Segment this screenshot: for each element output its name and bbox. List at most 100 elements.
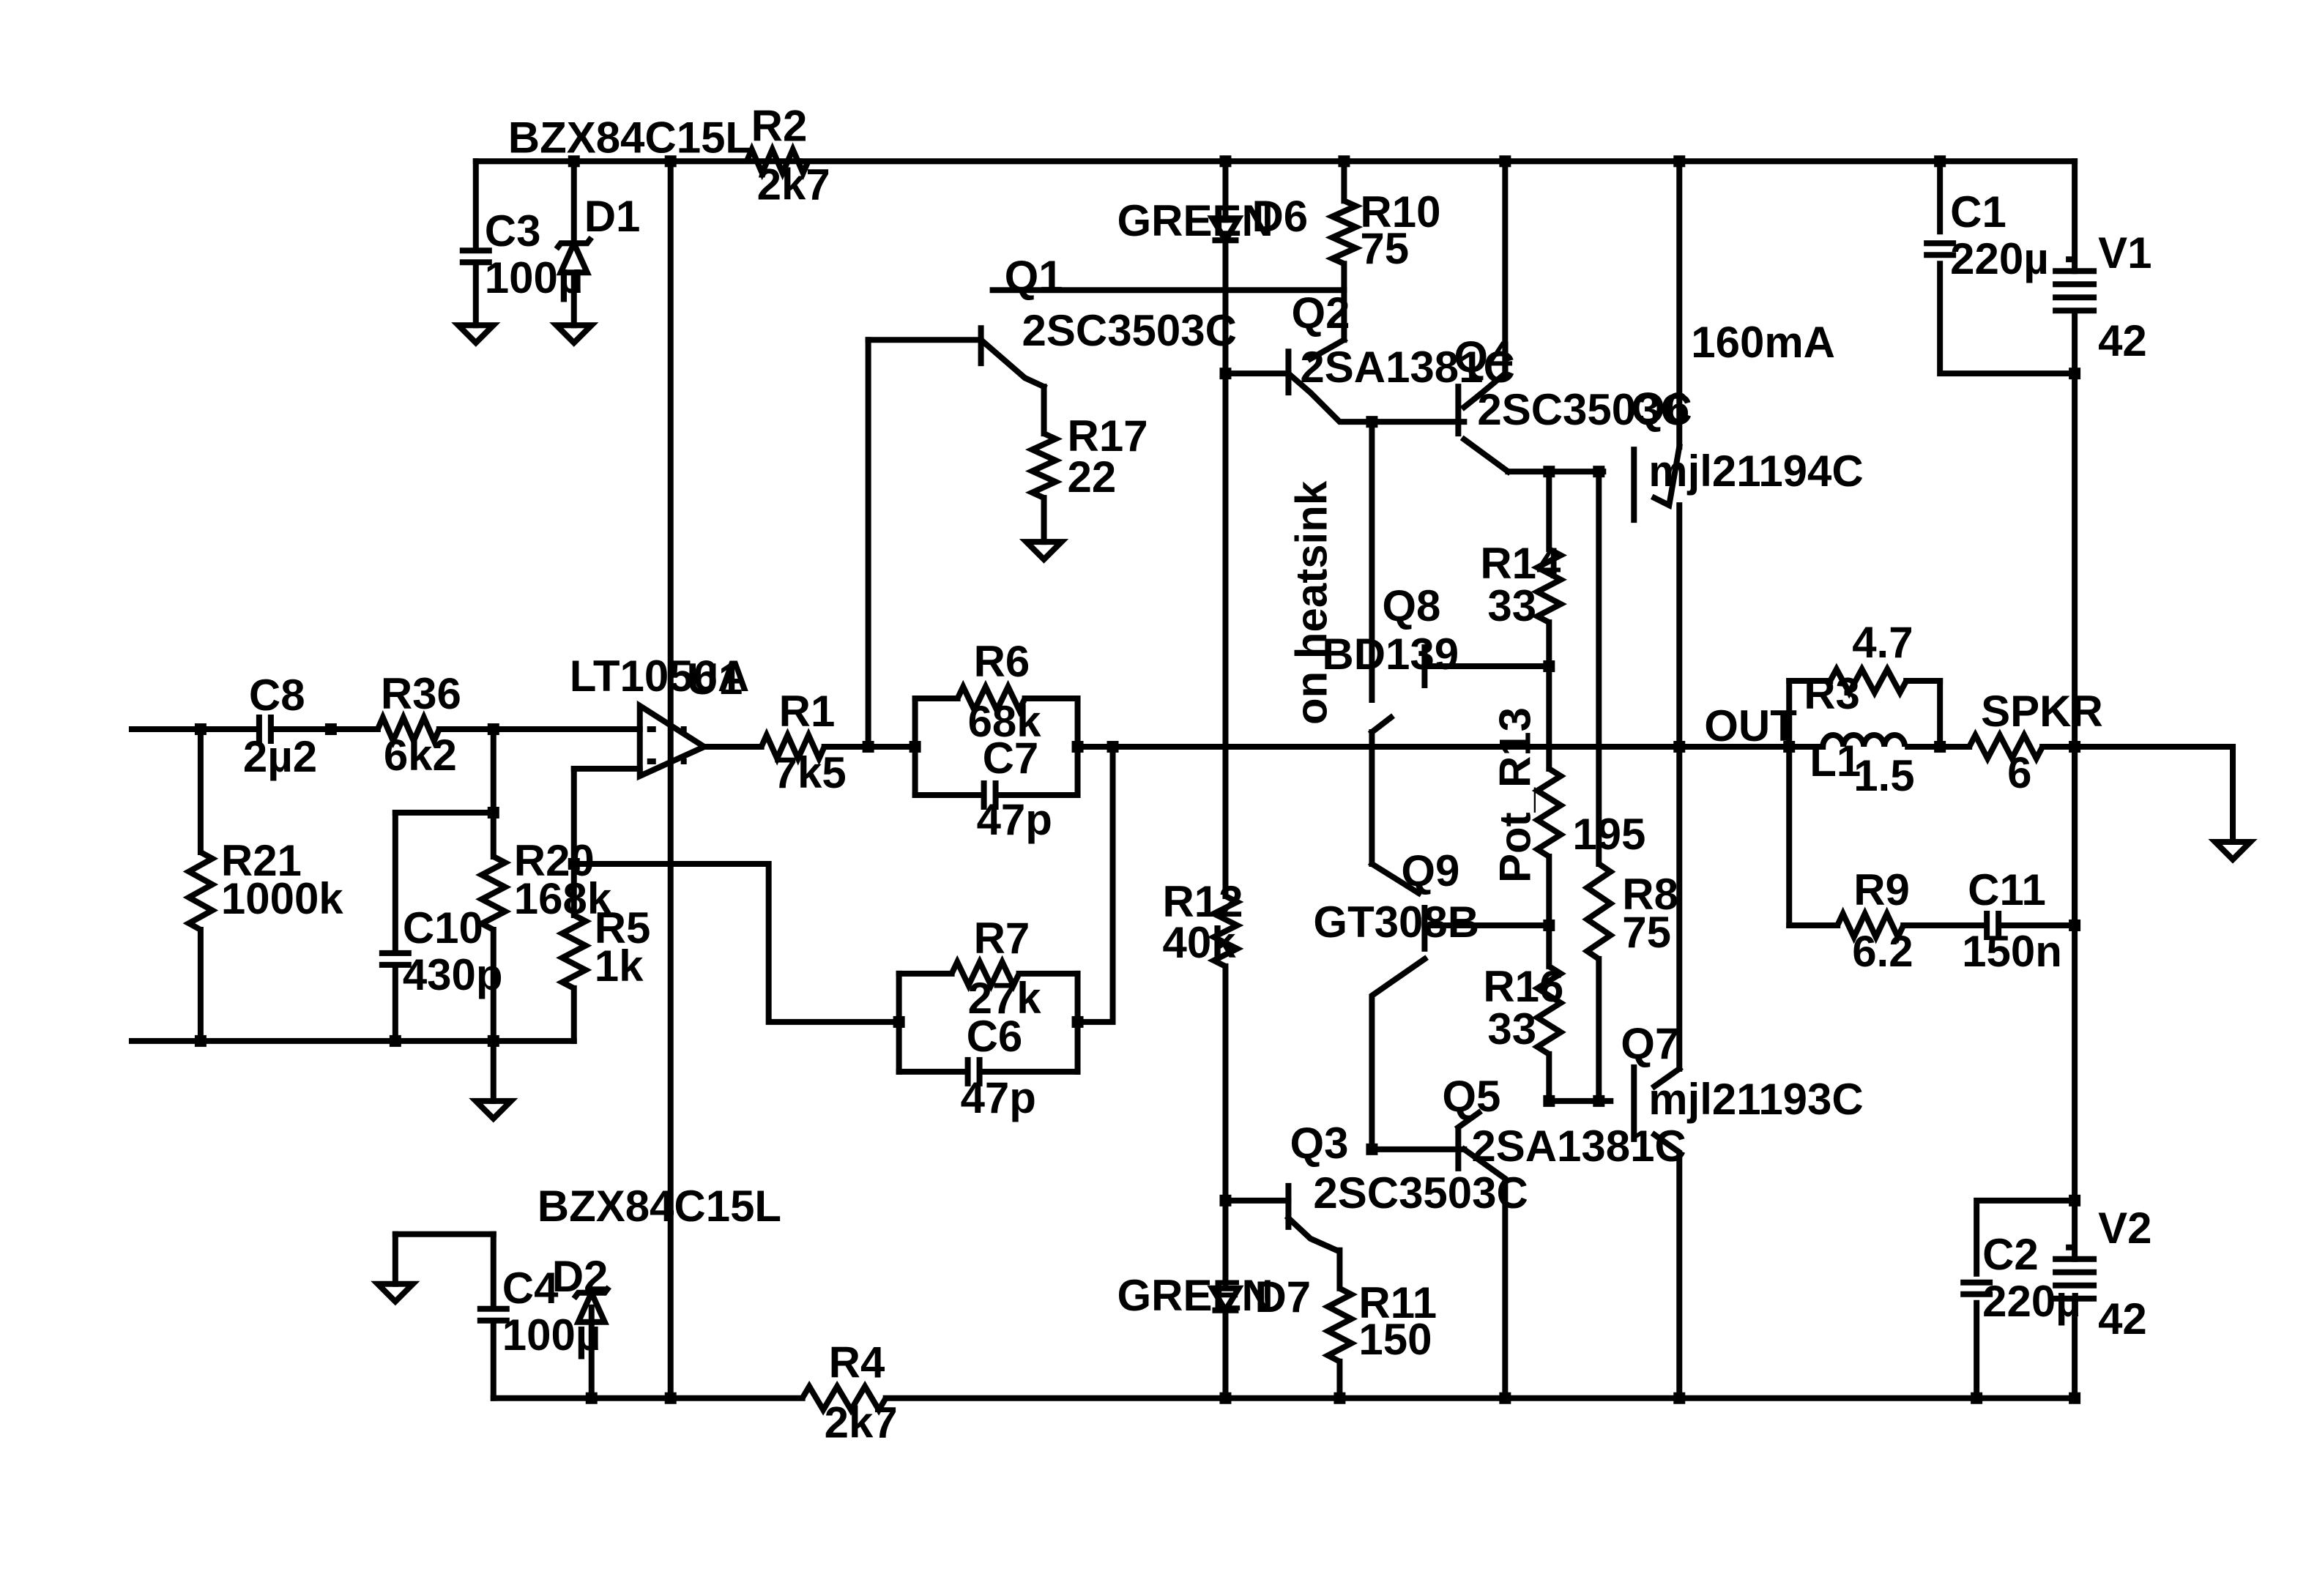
junction-dot xyxy=(1934,155,1946,168)
r8-symbol xyxy=(1582,861,1616,962)
c4-ground xyxy=(371,1280,420,1306)
spkr-ref: SPKR xyxy=(1981,687,2103,736)
c11-symbol xyxy=(1984,910,2002,940)
r6-symbol-zigzag xyxy=(954,679,1028,717)
r17-ground xyxy=(1019,539,1069,564)
r7-value: 27k xyxy=(968,974,1042,1023)
junction-dot xyxy=(1219,1392,1232,1404)
r10-ref: R10 xyxy=(1360,187,1440,236)
r16-value: 33 xyxy=(1487,1004,1536,1054)
junction-dot xyxy=(1071,741,1084,753)
junction-dot xyxy=(194,1034,207,1047)
q7-ref: Q7 xyxy=(1621,1019,1679,1068)
v1-value: 42 xyxy=(2098,316,2147,365)
junction-dot xyxy=(893,1015,905,1028)
r8-ref: R8 xyxy=(1622,870,1678,919)
r14-ref: R14 xyxy=(1480,539,1561,588)
r12-value: 40k xyxy=(1162,918,1236,967)
r21-symbol xyxy=(182,849,219,933)
r6-symbol xyxy=(954,679,1028,717)
wire xyxy=(1306,335,1348,363)
junction-dot xyxy=(1673,741,1686,753)
r5-ref: R5 xyxy=(595,903,651,952)
d1-symbol-triangle xyxy=(556,236,592,276)
junction-dot xyxy=(664,155,677,168)
junction-dot xyxy=(1673,1392,1686,1404)
wire xyxy=(1650,1064,1684,1091)
wire xyxy=(1367,859,1423,898)
c6-value: 47p xyxy=(961,1073,1036,1122)
r5-value: 1k xyxy=(595,941,644,991)
r8-value: 75 xyxy=(1622,908,1671,957)
l1-symbol-coil xyxy=(1820,732,1908,747)
r11-ref: R11 xyxy=(1358,1278,1437,1327)
junction-dot xyxy=(2069,919,2081,931)
wire xyxy=(1650,1130,1683,1401)
c10-symbol xyxy=(379,950,412,968)
r14-symbol-zigzag xyxy=(1530,546,1567,625)
junction-dot xyxy=(2069,1392,2081,1404)
junction-dot xyxy=(1366,1143,1378,1155)
r3-value: 4.7 xyxy=(1852,618,1913,667)
c2-symbol xyxy=(1960,1279,1993,1297)
junction-dot xyxy=(389,1034,401,1047)
c4-ground-symbol xyxy=(371,1280,420,1306)
q7-part: mjl21193C xyxy=(1648,1075,1863,1124)
v2-symbol xyxy=(2053,1244,2097,1302)
c1-ref: C1 xyxy=(1950,187,2006,236)
c4-value: 100µ xyxy=(502,1310,601,1360)
d2-ref: D2 xyxy=(552,1252,609,1301)
junction-dot xyxy=(1593,1095,1605,1107)
junction-dot xyxy=(1934,741,1946,753)
junction-dot xyxy=(1219,155,1232,168)
junction-dot xyxy=(1366,416,1378,428)
r10-value: 75 xyxy=(1360,224,1409,273)
junction-dot xyxy=(2069,741,2081,753)
r7-symbol-zigzag xyxy=(948,955,1022,993)
r10-symbol xyxy=(1325,198,1364,266)
junction-dot xyxy=(664,1392,677,1404)
component-symbols xyxy=(182,142,2258,1416)
wire xyxy=(1454,1108,1483,1132)
junction-dot xyxy=(1673,155,1686,168)
spkr-symbol-zigzag xyxy=(1966,728,2045,765)
junction-dot xyxy=(1334,1392,1346,1404)
r36-value: 6k2 xyxy=(384,731,457,780)
l1-value: 1.5 xyxy=(1853,751,1914,800)
d2-symbol xyxy=(571,1285,611,1325)
r1-symbol-zigzag xyxy=(759,728,827,766)
l1-symbol xyxy=(1820,732,1908,747)
q6-part: mjl21194C xyxy=(1648,447,1863,496)
r13-symbol-zigzag xyxy=(1531,766,1566,859)
junction-dot xyxy=(487,806,499,818)
r11-symbol-zigzag xyxy=(1321,1286,1358,1365)
r21-value: 1000k xyxy=(221,874,343,923)
r12-symbol-zigzag xyxy=(1207,893,1244,969)
junction-dot xyxy=(1071,1015,1084,1028)
d6-ref: D6 xyxy=(1251,192,1308,241)
r6-ref: R6 xyxy=(974,637,1030,686)
d1-ground-symbol xyxy=(549,322,599,347)
q2-ref: Q2 xyxy=(1291,288,1350,338)
c2-ref: C2 xyxy=(1982,1230,2039,1279)
c1-value: 220µ xyxy=(1950,234,2049,283)
r36-symbol xyxy=(375,710,442,749)
c3-symbol xyxy=(459,247,492,266)
r1-value: 7k5 xyxy=(773,748,847,797)
junction-dot xyxy=(487,1034,499,1047)
wire xyxy=(1474,369,1509,400)
r20-symbol-zigzag xyxy=(475,854,512,933)
d7-symbol xyxy=(1207,1285,1244,1316)
d7-color: GREEN xyxy=(1117,1271,1273,1320)
r2-ref: R2 xyxy=(751,101,808,150)
r13-ref: Pot_R13 xyxy=(1490,707,1539,883)
d2-part: BZX84C15L xyxy=(538,1182,781,1231)
junction-dot xyxy=(862,741,874,753)
r1-ref: R1 xyxy=(779,687,836,736)
c8-ref: C8 xyxy=(249,671,305,720)
wire xyxy=(1369,955,1429,1152)
r36-ref: R36 xyxy=(381,669,461,718)
r3-ref: R3 xyxy=(1804,669,1860,718)
c7-value: 47p xyxy=(977,795,1052,844)
r7-symbol xyxy=(948,955,1022,993)
